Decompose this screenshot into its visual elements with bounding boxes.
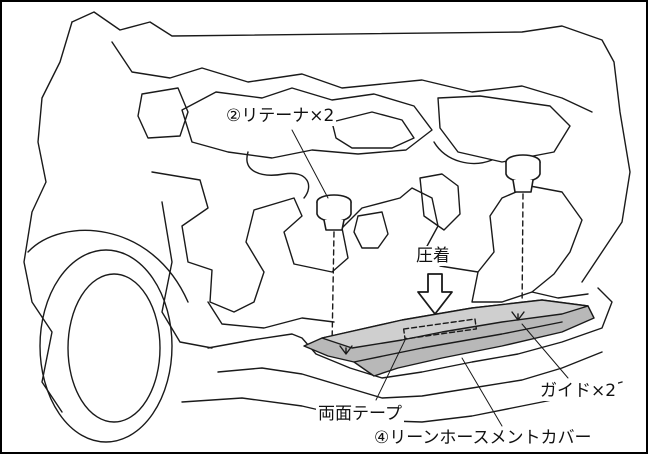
double-sided-tape-label: 両面テープ — [316, 404, 404, 424]
guide-left — [339, 345, 353, 355]
lower-support — [207, 301, 335, 329]
cowl — [111, 41, 593, 113]
retainer-label: ②リテーナ×2 — [224, 106, 337, 126]
battery — [137, 87, 189, 139]
engine-cover — [331, 111, 415, 149]
press-label: 圧着 — [414, 246, 452, 266]
bracket-right — [419, 173, 461, 231]
leader-guide — [521, 323, 569, 379]
leader-cover — [461, 357, 503, 427]
wheel-arch — [27, 229, 189, 303]
front-tire — [39, 249, 173, 443]
front-rim — [67, 273, 161, 423]
radiator-support — [151, 171, 583, 313]
align-line-left — [331, 231, 335, 347]
lower-support-right — [471, 271, 589, 303]
double-sided-tape — [402, 318, 478, 340]
hood-outline — [71, 11, 631, 283]
guide-right — [511, 311, 525, 321]
retainer-right — [505, 154, 541, 193]
press-arrow — [417, 273, 453, 315]
align-line-right — [521, 193, 524, 315]
reinforcement-cover-label: ④リーンホースメントカバー — [372, 428, 594, 448]
bumper-lower — [217, 351, 603, 399]
hose — [246, 151, 310, 199]
fender-left — [23, 21, 73, 413]
leader-tape — [375, 337, 407, 401]
bracket-center — [353, 211, 389, 249]
hose-2 — [433, 141, 493, 165]
reinforcement-cover — [303, 299, 595, 377]
leader-retainer — [291, 129, 329, 199]
retainer-left — [316, 194, 352, 231]
guide-label: ガイド×2 — [538, 381, 619, 401]
bumper-beam — [207, 287, 613, 379]
airbox — [437, 95, 571, 163]
inner-rib — [161, 201, 213, 349]
engine-block — [181, 87, 433, 159]
